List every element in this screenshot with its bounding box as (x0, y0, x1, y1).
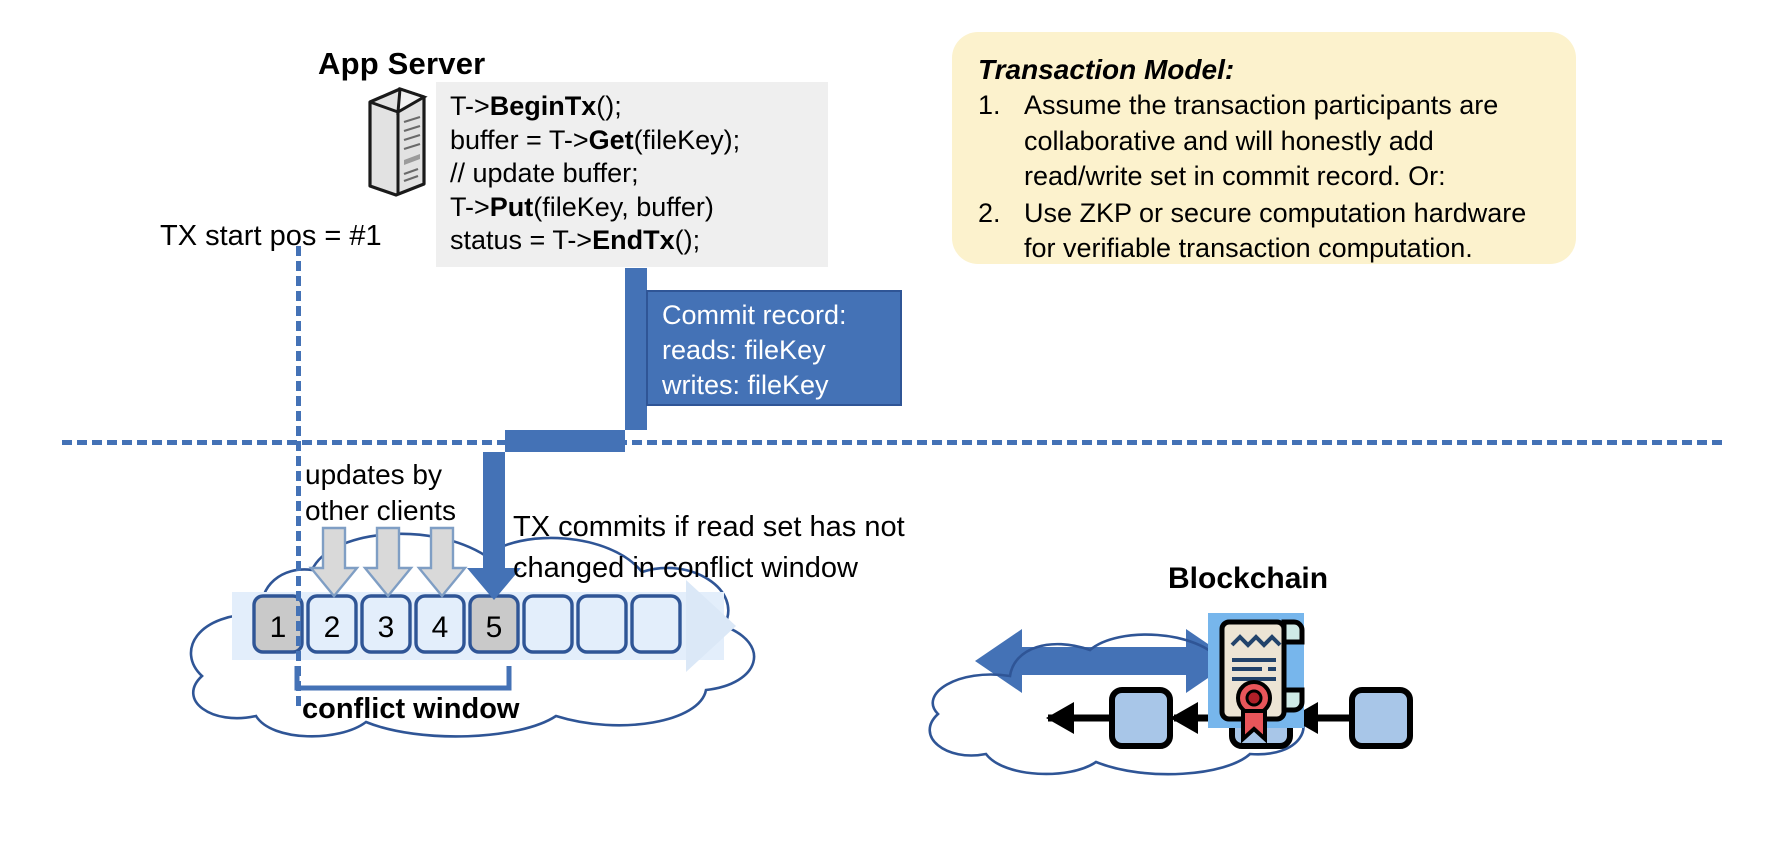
code-line: status = T->EndTx(); (450, 225, 701, 255)
list-item-text: Assume the transaction participants are … (1024, 90, 1499, 191)
list-item: 2. Use ZKP or secure computation hardwar… (978, 196, 1554, 267)
log-block (522, 594, 574, 654)
updates-label-line1: updates by (305, 459, 442, 490)
log-block (576, 594, 628, 654)
log-block: 1 (252, 594, 304, 654)
code-line: buffer = T->Get(fileKey); (450, 124, 741, 155)
conflict-window-brace (294, 666, 512, 691)
log-block-label: 5 (486, 611, 503, 644)
blockchain-cloud (928, 633, 1305, 776)
updates-by-other-clients-label: updates by other clients (305, 457, 456, 529)
log-block-label: 3 (378, 611, 395, 644)
log-block-label: 4 (432, 611, 449, 644)
log-block: 5 (468, 594, 520, 654)
log-block-label: 1 (270, 611, 287, 644)
blockchain-block (1109, 687, 1173, 749)
tx-start-marker-line (296, 246, 301, 706)
log-block: 3 (360, 594, 412, 654)
commit-record-box: Commit record: reads: fileKey writes: fi… (646, 290, 902, 406)
black-left-arrow-icon (1046, 702, 1110, 734)
tx-start-pos-label: TX start pos = #1 (160, 220, 382, 252)
gray-down-arrow-icon (416, 526, 468, 598)
code-panel: T->BeginTx(); buffer = T->Get(fileKey); … (436, 82, 828, 267)
transaction-model-card: Transaction Model: 1. Assume the transac… (952, 32, 1576, 264)
gray-down-arrow-icon (362, 526, 414, 598)
conflict-window-label: conflict window (302, 693, 520, 725)
log-block-list: 1 2 3 4 5 (252, 594, 682, 654)
updates-label-line2: other clients (305, 495, 456, 526)
blockchain-label: Blockchain (1168, 562, 1329, 595)
list-item: 1. Assume the transaction participants a… (978, 88, 1554, 195)
certificate-seal-icon (1208, 613, 1305, 744)
list-item-number: 2. (978, 197, 1001, 228)
log-block-label: 2 (324, 611, 341, 644)
code-line: T->Put(fileKey, buffer) (450, 191, 714, 222)
server-tower-icon (368, 86, 428, 197)
commit-record-writes: writes: fileKey (662, 370, 829, 400)
list-item-text: Use ZKP or secure computation hardware f… (1024, 197, 1527, 264)
app-server-title: App Server (318, 46, 486, 81)
blockchain-block (1349, 687, 1413, 749)
tx-commits-line1: TX commits if read set has not (513, 511, 905, 543)
commit-record-heading: Commit record: (662, 300, 847, 330)
tx-commits-line2: changed in conflict window (513, 552, 858, 584)
log-block (630, 594, 682, 654)
blue-double-headed-arrow-icon (975, 629, 1233, 693)
code-line: T->BeginTx(); (450, 91, 622, 121)
layer-divider (62, 440, 1722, 445)
commit-record-reads: reads: fileKey (662, 335, 826, 365)
log-block: 2 (306, 594, 358, 654)
log-block: 4 (414, 594, 466, 654)
list-item-number: 1. (978, 90, 1001, 120)
blue-commit-arrow-icon (467, 268, 647, 600)
transaction-model-title: Transaction Model: (978, 54, 1235, 85)
code-line: // update buffer; (450, 158, 639, 188)
gray-down-arrow-icon (308, 526, 360, 598)
log-tail-arrow-icon (686, 580, 736, 672)
tx-commits-condition-label: TX commits if read set has not changed i… (513, 507, 905, 589)
transaction-model-list: 1. Assume the transaction participants a… (978, 88, 1554, 267)
